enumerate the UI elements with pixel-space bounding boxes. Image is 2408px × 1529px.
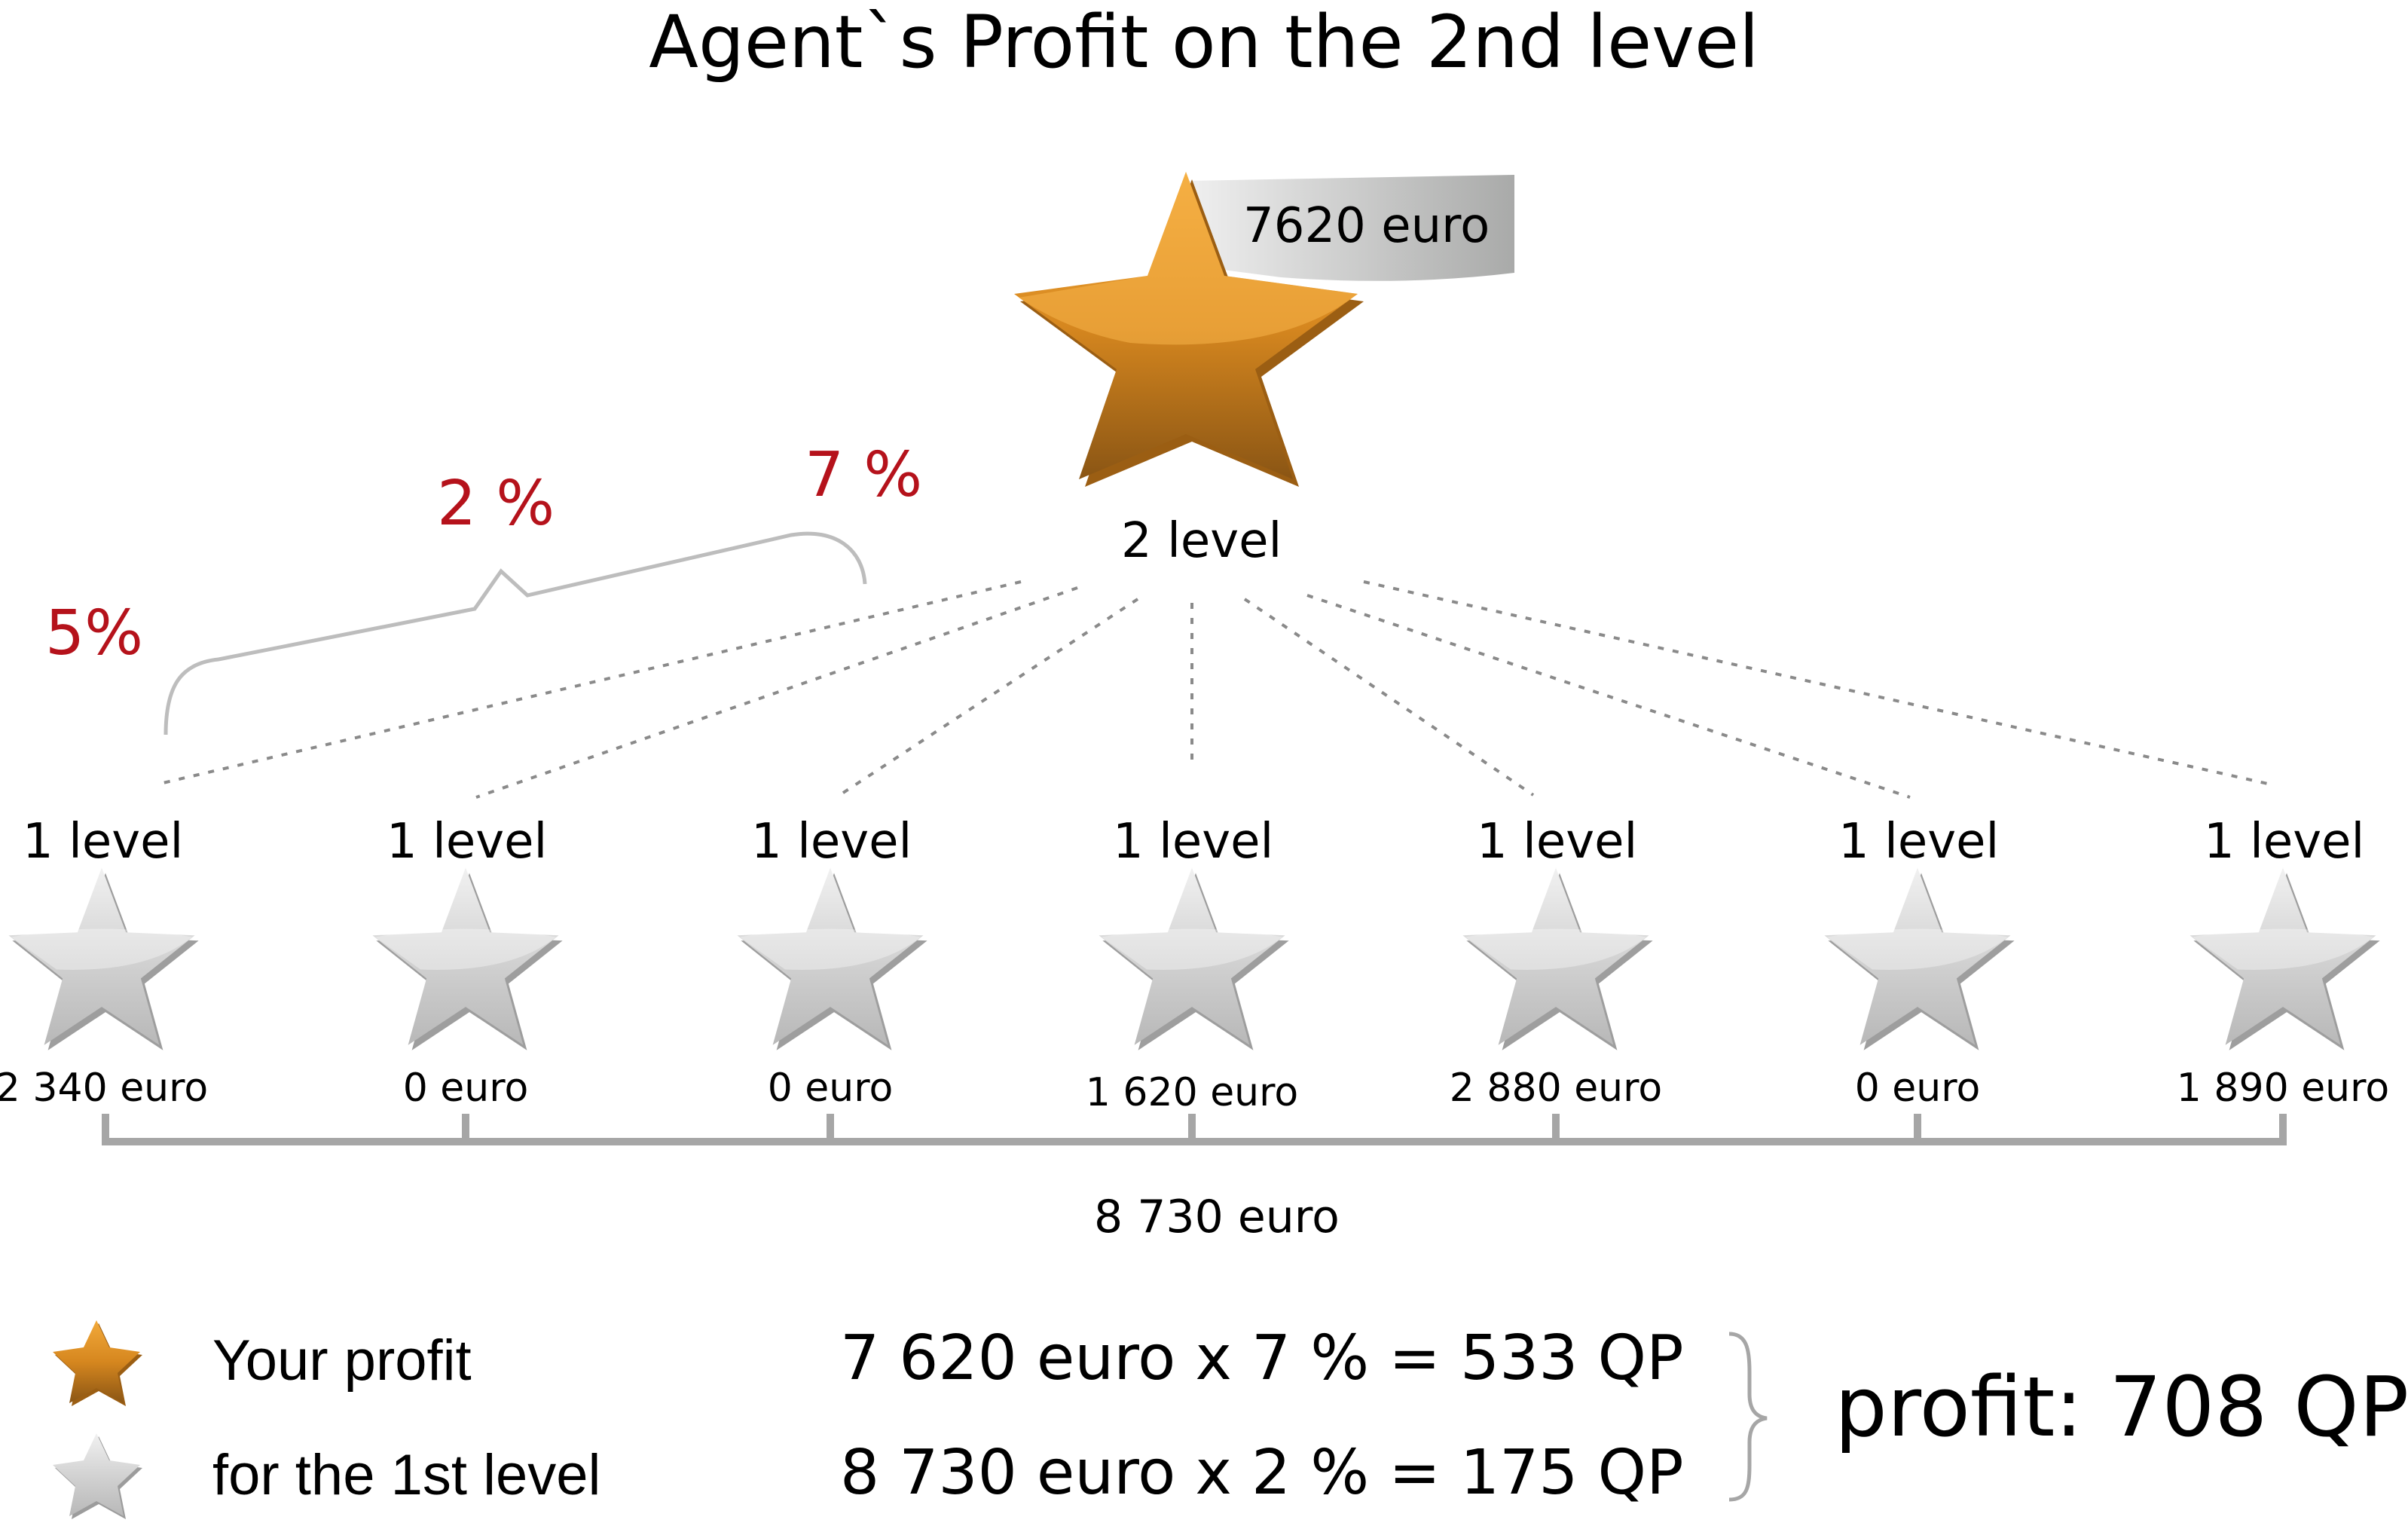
silver-star-icon [737, 867, 927, 1050]
first-level-label: 1 level [1113, 814, 1274, 870]
silver-star-icon [1824, 867, 2015, 1050]
first-level-label: 1 level [387, 814, 548, 870]
legend-your-profit: Your profit [212, 1329, 472, 1393]
silver-star-icon [2190, 867, 2380, 1050]
first-level-label: 1 level [751, 814, 912, 870]
top-node-amount: 7620 euro [1243, 198, 1490, 254]
first-level-label: 1 level [1477, 814, 1638, 870]
first-level-amount: 2 340 euro [0, 1066, 209, 1111]
first-level-label: 1 level [1838, 814, 2000, 870]
formula-brace [1728, 1332, 1768, 1502]
total-profit: profit: 708 QP [1835, 1359, 2408, 1455]
page-title: Agent`s Profit on the 2nd level [649, 0, 1759, 84]
first-level-label: 1 level [23, 814, 184, 870]
first-level-amount: 0 euro [1854, 1066, 1981, 1111]
percent-level-3: 7 % [805, 439, 923, 511]
total-bracket [102, 1114, 2287, 1145]
first-level-amount: 2 880 euro [1449, 1066, 1663, 1111]
silver-star-icon [1099, 867, 1289, 1050]
silver-star-icon [8, 867, 199, 1050]
formula-top: 7 620 euro x 7 % = 533 QP [840, 1323, 1684, 1394]
legend-first-level: for the 1st level [212, 1443, 601, 1507]
percent-brace [163, 531, 867, 735]
connector-lines [159, 580, 2269, 799]
top-node-level-label: 2 level [1121, 513, 1282, 569]
legend-gold-star-icon [53, 1320, 142, 1406]
silver-star-icon [372, 867, 563, 1050]
percent-level-2: 2 % [437, 468, 555, 540]
first-level-amount: 0 euro [767, 1066, 894, 1111]
first-level-amount: 1 620 euro [1085, 1070, 1299, 1115]
first-level-label: 1 level [2204, 814, 2365, 870]
amount-ribbon [1187, 175, 1514, 281]
formula-bottom: 8 730 euro x 2 % = 175 QP [840, 1437, 1684, 1509]
legend-silver-star-icon [53, 1433, 142, 1519]
percent-level-1: 5% [45, 598, 144, 669]
silver-star-icon [1462, 867, 1653, 1050]
first-level-total: 8 730 euro [1094, 1191, 1340, 1243]
first-level-amount: 0 euro [402, 1066, 529, 1111]
gold-star-icon [1014, 172, 1364, 487]
first-level-amount: 1 890 euro [2176, 1066, 2390, 1111]
